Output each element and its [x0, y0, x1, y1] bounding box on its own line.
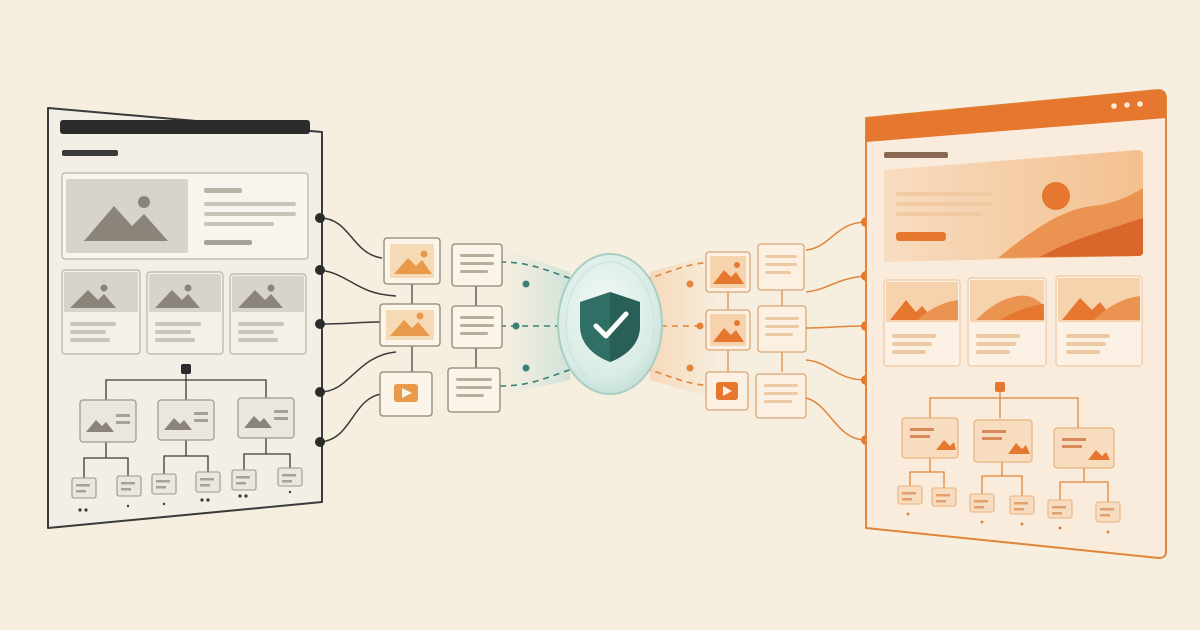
window-dots-icon [282, 144, 302, 148]
tree-node [1053, 427, 1115, 469]
image-placeholder-icon [155, 290, 200, 308]
tree-node [157, 399, 215, 441]
image-placeholder-icon [890, 300, 934, 320]
text-lines-icon [460, 316, 494, 335]
right-hero [884, 150, 1143, 262]
right-sitemap-tree [897, 382, 1121, 534]
text-block [757, 243, 805, 291]
card [229, 273, 307, 355]
card [61, 269, 141, 355]
image-placeholder-icon [394, 258, 432, 274]
left-hero [61, 172, 309, 260]
image-placeholder-icon [390, 320, 430, 336]
right-title-bar [866, 90, 1166, 142]
image-block [705, 309, 751, 351]
image-block [383, 237, 441, 285]
hero-cta [896, 232, 946, 241]
tree-node [79, 399, 137, 443]
image-placeholder-icon [70, 290, 116, 308]
image-placeholder-icon [713, 270, 744, 284]
text-lines-icon [456, 378, 492, 397]
left-content-blocks [379, 237, 503, 417]
left-connectors [315, 213, 397, 447]
text-block [755, 373, 807, 419]
right-content-blocks [705, 243, 807, 419]
text-block [451, 305, 503, 349]
card [967, 277, 1047, 367]
tree-leaf [897, 485, 1121, 523]
play-video-icon [723, 386, 732, 396]
left-browser-window [47, 107, 397, 529]
right-card-row [883, 275, 1143, 367]
card [883, 279, 961, 367]
right-nav-bar [884, 152, 948, 158]
text-block [451, 243, 503, 287]
card [1055, 275, 1143, 367]
play-video-icon [402, 388, 412, 398]
image-placeholder-icon [713, 328, 744, 342]
connection-beams [499, 248, 721, 400]
tree-node [237, 397, 295, 439]
tree-node [901, 417, 959, 459]
tree-root [181, 364, 191, 374]
image-block [379, 303, 441, 347]
text-block [757, 305, 807, 353]
right-browser-window [805, 89, 1167, 559]
text-lines-icon [460, 254, 494, 273]
text-block [447, 367, 501, 413]
text-lines-icon [765, 317, 799, 336]
video-block [379, 371, 433, 417]
image-placeholder-icon [84, 196, 168, 241]
video-block [705, 371, 749, 411]
tree-root [995, 382, 1005, 392]
left-card-row [61, 269, 307, 355]
image-placeholder-icon [238, 290, 283, 308]
text-lines-icon [764, 384, 798, 403]
left-nav-bar [62, 150, 118, 156]
right-connectors [805, 217, 871, 445]
image-block [705, 251, 751, 293]
left-sitemap-tree [71, 364, 303, 512]
tree-node [973, 419, 1033, 463]
tree-leaf [71, 467, 303, 499]
card [146, 271, 224, 355]
window-dots-icon [1111, 101, 1143, 109]
left-title-bar [60, 120, 310, 134]
shield-check-icon [557, 253, 663, 395]
text-lines-icon [765, 255, 797, 274]
